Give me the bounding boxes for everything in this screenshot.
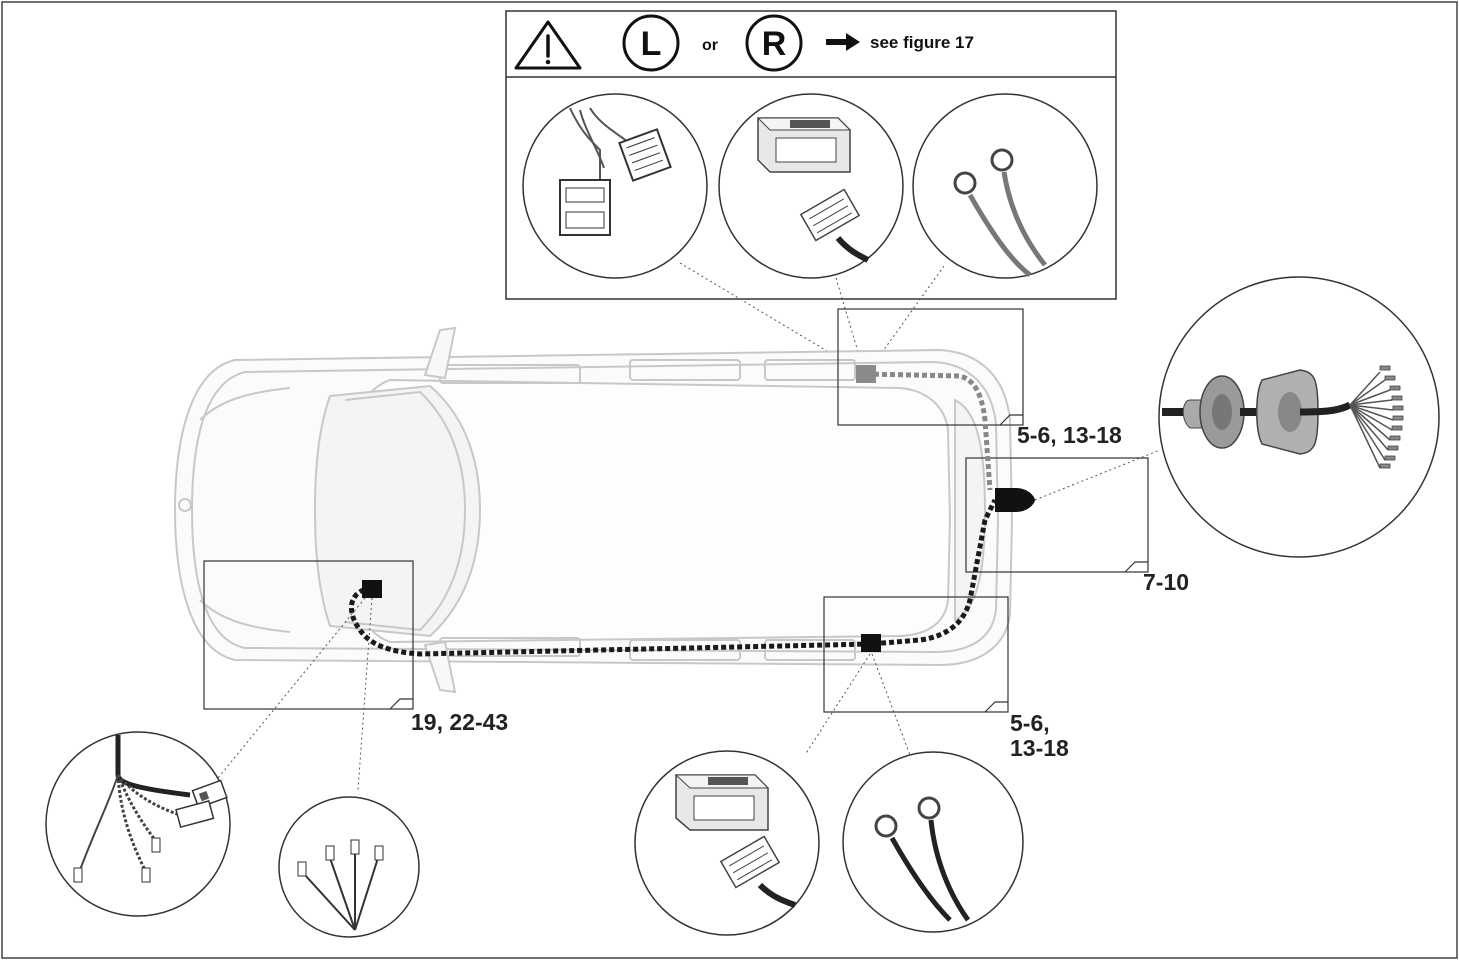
callout-bottom-left: 19, 22-43 bbox=[411, 709, 508, 735]
module-marker-front bbox=[362, 580, 382, 598]
right-side-icon: R bbox=[745, 14, 803, 72]
or-text: or bbox=[702, 37, 718, 54]
location-box-socket bbox=[965, 457, 1149, 573]
module-detail-top bbox=[718, 93, 904, 279]
right-letter: R bbox=[762, 25, 787, 63]
module-marker-bottom bbox=[861, 634, 881, 652]
spade-terminals-detail bbox=[278, 796, 420, 938]
callout-socket: 7-10 bbox=[1143, 569, 1189, 595]
callout-top-right: 5-6, 13-18 bbox=[1017, 422, 1122, 448]
wiring-harness bbox=[349, 365, 1035, 657]
leader-line bbox=[199, 597, 366, 801]
harness-main-segment bbox=[349, 498, 998, 657]
callout-bottom-right-line1: 5-6, bbox=[1010, 710, 1050, 736]
ring-terminals-detail-top bbox=[912, 93, 1098, 279]
vehicle-outline bbox=[173, 326, 1014, 694]
arrow-right-icon bbox=[826, 33, 860, 51]
module-detail-bottom bbox=[634, 750, 820, 936]
detail-panel-top: L or R see figure 17 bbox=[505, 10, 1117, 373]
tow-socket-detail bbox=[1158, 276, 1440, 558]
left-side-icon: L bbox=[622, 14, 680, 72]
ring-terminals-detail-bottom bbox=[842, 751, 1024, 933]
leader-line bbox=[867, 265, 945, 373]
vehicle-connector-detail bbox=[522, 93, 708, 279]
warning-triangle-icon bbox=[514, 20, 582, 70]
left-letter: L bbox=[641, 25, 662, 63]
module-marker-top bbox=[856, 365, 876, 383]
leader-line bbox=[871, 653, 911, 756]
leader-line bbox=[804, 653, 871, 756]
callout-bottom-right-line2: 13-18 bbox=[1010, 735, 1069, 761]
see-figure-text: see figure 17 bbox=[870, 33, 974, 52]
harness-gray-segment bbox=[865, 371, 993, 491]
tow-socket-marker bbox=[995, 488, 1035, 512]
location-box-top-right bbox=[837, 308, 1024, 426]
harness-branch-detail bbox=[45, 731, 231, 917]
location-box-bottom-right bbox=[823, 596, 1009, 713]
leader-line bbox=[357, 597, 373, 791]
location-box-front bbox=[203, 560, 414, 710]
